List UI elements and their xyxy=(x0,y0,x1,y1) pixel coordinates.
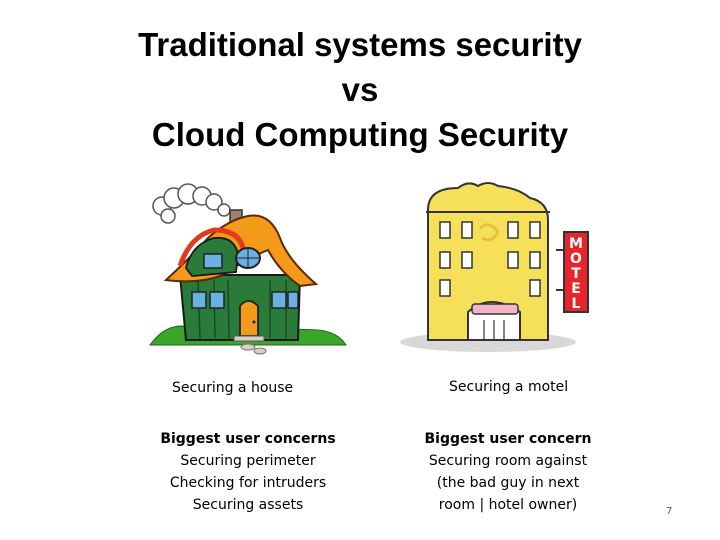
entrance-awning xyxy=(472,304,518,314)
sign-letter: M xyxy=(569,236,583,252)
slide-title: Traditional systems security vs Cloud Co… xyxy=(0,22,720,157)
motel-concern-item: Securing room against xyxy=(408,450,608,472)
house-concern-item: Securing assets xyxy=(148,494,348,516)
motel-concern-item: (the bad guy in next xyxy=(408,472,608,494)
chimney-smoke xyxy=(153,184,230,223)
motel-concerns-heading: Biggest user concern xyxy=(408,428,608,450)
sign-letter: L xyxy=(572,296,581,312)
house-illustration xyxy=(148,180,348,355)
title-line-2: vs xyxy=(0,67,720,112)
title-line-3: Cloud Computing Security xyxy=(0,112,720,157)
motel-concern-item: room | hotel owner) xyxy=(408,494,608,516)
house-concerns: Biggest user concerns Securing perimeter… xyxy=(148,428,348,516)
motel-concerns: Biggest user concern Securing room again… xyxy=(408,428,608,516)
motel-caption: Securing a motel xyxy=(449,377,568,397)
title-line-1: Traditional systems security xyxy=(0,22,720,67)
house-concerns-heading: Biggest user concerns xyxy=(148,428,348,450)
sign-letter: O xyxy=(570,251,582,267)
house-caption: Securing a house xyxy=(172,378,293,398)
sign-letter: T xyxy=(571,266,581,282)
house-door xyxy=(240,301,258,336)
page-number: 7 xyxy=(666,506,672,517)
dormer-window xyxy=(204,254,222,268)
house-concern-item: Securing perimeter xyxy=(148,450,348,472)
sign-letter: E xyxy=(571,281,581,297)
house-concern-item: Checking for intruders xyxy=(148,472,348,494)
